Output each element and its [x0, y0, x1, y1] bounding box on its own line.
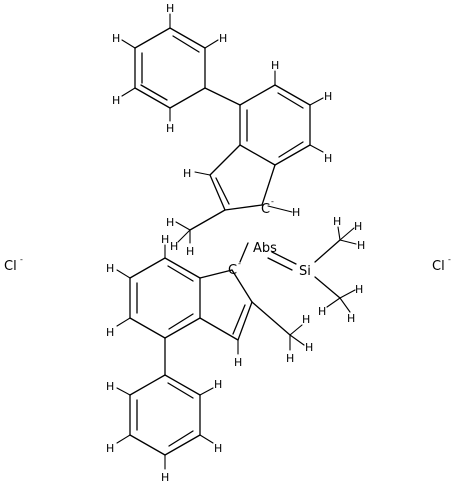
charge-label: - [20, 255, 23, 264]
upper-phenyl-hydrogens [121, 13, 219, 122]
h-label: H [214, 378, 222, 391]
charge-label: - [238, 259, 241, 268]
si-methyl-upper [314, 226, 357, 263]
si-methyl-lower [314, 276, 356, 313]
charge-label: - [271, 197, 274, 206]
h-label: H [186, 245, 194, 258]
lower-benzo-hydrogens [116, 244, 166, 327]
si-abs-double-bond [267, 251, 297, 271]
upper-phenyl-ring [134, 27, 206, 109]
carbanion-upper-label: C [261, 202, 270, 217]
carbanion-lower-label: C [228, 263, 237, 278]
upper-indenyl-benzo-ring [239, 84, 311, 166]
h-label: H [161, 233, 169, 246]
chloride-right-label: Cl [432, 259, 445, 274]
h-label: H [271, 59, 279, 72]
h-label: H [183, 167, 191, 180]
h-label: H [219, 32, 227, 45]
lower-cyclopentadienyl-ring [199, 269, 253, 341]
silicon-label: Si [299, 264, 311, 279]
h-label: H [324, 90, 332, 103]
h-label: H [166, 122, 174, 135]
lower-indenyl-benzo-ring [129, 257, 201, 339]
lower-methyl-group [251, 301, 305, 351]
charge-label: - [448, 255, 451, 264]
h-label: H [106, 442, 114, 455]
h-label: H [106, 326, 114, 339]
h-label: H [324, 152, 332, 165]
h-label: H [305, 341, 313, 354]
upper-ring-ch [194, 171, 211, 176]
h-label: H [357, 239, 365, 252]
upper-c-h-bond [267, 205, 293, 213]
upper-methyl-group [175, 209, 226, 244]
h-label: H [106, 262, 114, 275]
h-label: H [355, 283, 363, 296]
h-label: H [347, 312, 355, 325]
h-label: H [161, 471, 169, 484]
h-label: H [354, 220, 362, 233]
h-label: H [292, 206, 300, 219]
lower-phenyl-hydrogens [116, 387, 214, 470]
upper-benzo-hydrogens [274, 70, 324, 153]
upper-biaryl-bond [204, 87, 241, 106]
h-label: H [106, 380, 114, 393]
chloride-left-label: Cl [4, 259, 17, 274]
h-label: H [170, 240, 178, 253]
h-label: H [166, 216, 174, 229]
upper-cyclopentadienyl-ring [209, 144, 276, 211]
h-label: H [166, 2, 174, 15]
h-label: H [286, 352, 294, 365]
h-label: H [333, 215, 341, 228]
metal-label: Abs [253, 241, 277, 256]
lower-c-to-abs-bond [239, 242, 249, 263]
h-label: H [318, 305, 326, 318]
h-label: H [112, 94, 120, 107]
h-label: H [214, 442, 222, 455]
h-label: H [234, 356, 242, 369]
h-label: H [302, 313, 310, 326]
h-label: H [112, 32, 120, 45]
lower-phenyl-ring [129, 374, 201, 456]
